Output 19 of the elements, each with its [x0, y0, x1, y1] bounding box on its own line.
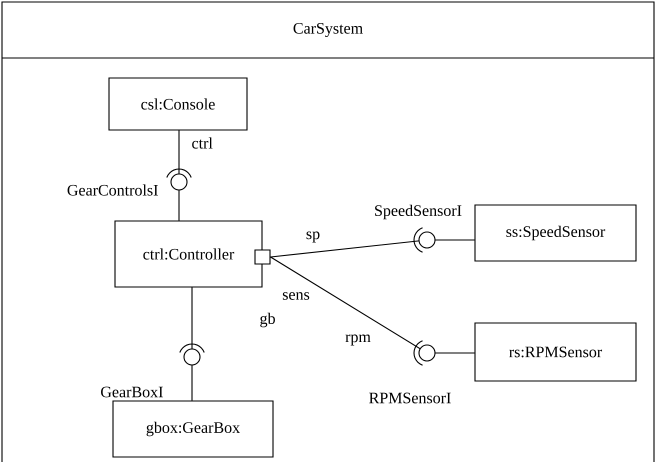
- port-label: sens: [282, 292, 310, 300]
- port-square: [254, 249, 271, 265]
- part-box: ss:SpeedSensor: [474, 204, 637, 262]
- assembly-connector: [179, 288, 205, 400]
- role-label: ctrl: [192, 137, 213, 149]
- assembly-connector: [270, 256, 474, 366]
- interface-label: GearBoxI: [101, 386, 163, 398]
- part-box: rs:RPMSensor: [474, 322, 637, 382]
- assembly-connector: [166, 130, 192, 220]
- interface-label: GearControlsI: [68, 184, 158, 196]
- part-box: gbox:GearBox: [112, 400, 274, 458]
- interface-label: RPMSensorI: [369, 392, 451, 404]
- assembly-connector: [270, 227, 474, 258]
- role-label: rpm: [345, 334, 371, 346]
- role-label: sp: [306, 232, 320, 242]
- part-box: csl:Console: [108, 77, 248, 131]
- part-box: ctrl:Controller: [114, 220, 263, 288]
- interface-label: SpeedSensorI: [375, 204, 462, 220]
- role-label: gb: [260, 312, 275, 328]
